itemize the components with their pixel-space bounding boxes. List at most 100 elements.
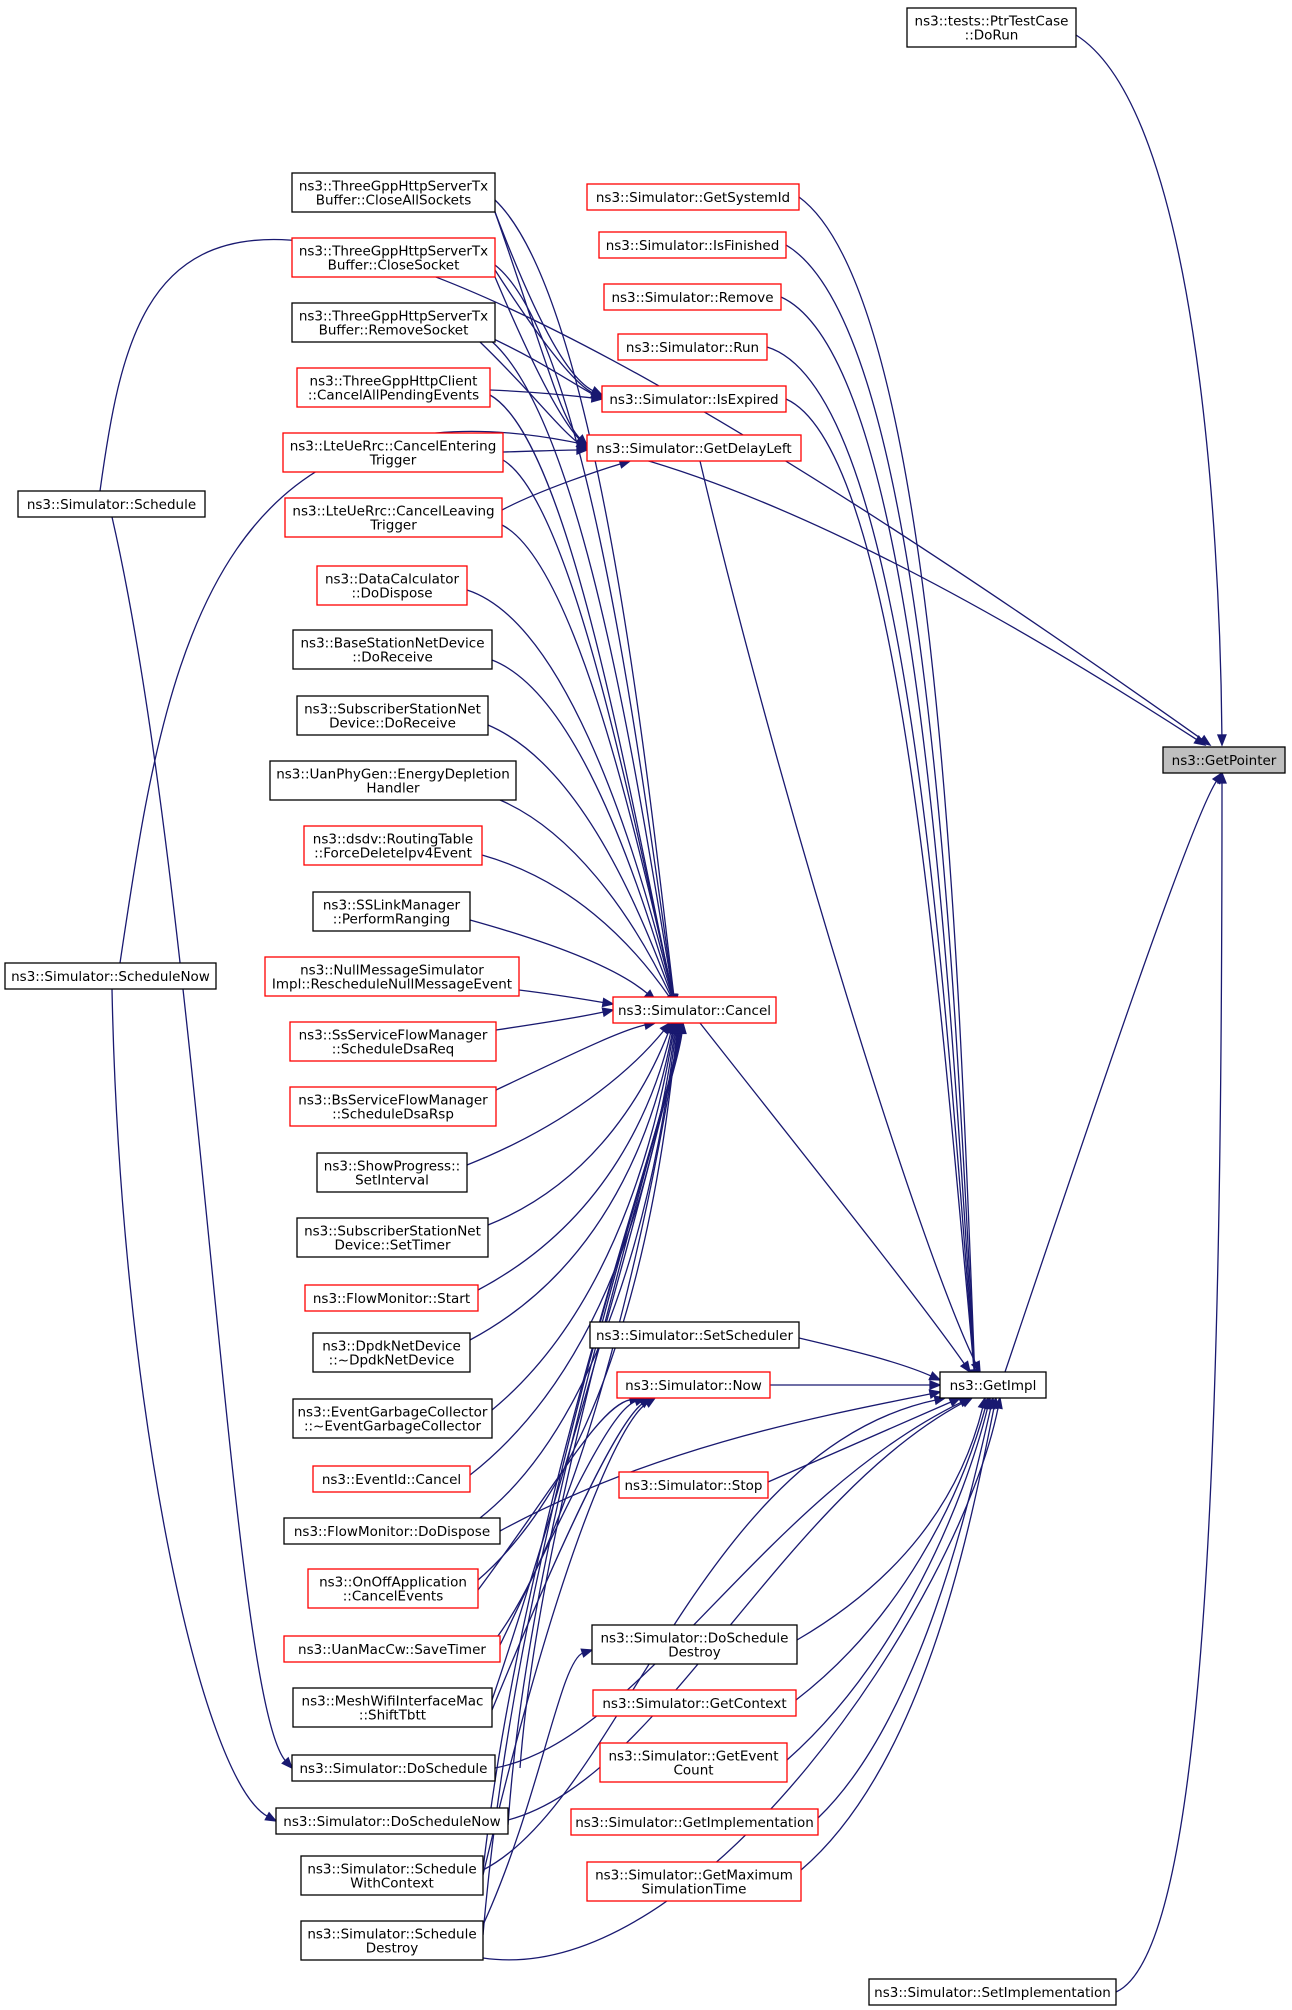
node-box[interactable] (264, 956, 520, 997)
node-box[interactable] (617, 333, 768, 361)
node-box[interactable] (586, 434, 802, 462)
node-box[interactable] (283, 1635, 501, 1663)
node-box[interactable] (292, 1398, 493, 1439)
node-box[interactable] (598, 231, 787, 259)
node-remove[interactable]: ns3::Simulator::Remove (603, 283, 782, 311)
node-stop[interactable]: ns3::Simulator::Stop (618, 1471, 769, 1499)
node-box[interactable] (289, 1021, 497, 1062)
node-box[interactable] (618, 1471, 769, 1499)
node-flowmonitor_start[interactable]: ns3::FlowMonitor::Start (304, 1284, 479, 1312)
node-cancelallpending[interactable]: ns3::ThreeGppHttpClient::CancelAllPendin… (296, 367, 491, 408)
node-box[interactable] (868, 1978, 1117, 2006)
node-box[interactable] (296, 367, 491, 408)
node-showprogress[interactable]: ns3::ShowProgress::SetInterval (316, 1152, 468, 1193)
node-now[interactable]: ns3::Simulator::Now (616, 1371, 771, 1399)
node-meshwifi[interactable]: ns3::MeshWifiInterfaceMac::ShiftTbtt (292, 1687, 493, 1728)
node-box[interactable] (316, 1152, 468, 1193)
node-box[interactable] (586, 1861, 802, 1902)
node-box[interactable] (591, 1624, 798, 1665)
node-box[interactable] (17, 490, 206, 518)
node-closesocket[interactable]: ns3::ThreeGppHttpServerTxBuffer::CloseSo… (291, 237, 496, 278)
node-box[interactable] (269, 760, 517, 801)
node-ptrtestcase[interactable]: ns3::tests::PtrTestCase::DoRun (906, 7, 1077, 48)
node-box[interactable] (289, 1086, 497, 1127)
node-box[interactable] (906, 7, 1077, 48)
node-box[interactable] (612, 996, 777, 1024)
node-box[interactable] (307, 1568, 479, 1609)
node-box[interactable] (599, 1742, 788, 1783)
node-nullmsg[interactable]: ns3::NullMessageSimulatorImpl::Reschedul… (264, 956, 520, 997)
node-getimplementation[interactable]: ns3::Simulator::GetImplementation (570, 1808, 819, 1836)
node-run[interactable]: ns3::Simulator::Run (617, 333, 768, 361)
node-datacalc[interactable]: ns3::DataCalculator::DoDispose (316, 565, 468, 606)
node-ssnetdevice_timer[interactable]: ns3::SubscriberStationNetDevice::SetTime… (296, 1217, 489, 1258)
node-dsdv[interactable]: ns3::dsdv::RoutingTable::ForceDeleteIpv4… (303, 825, 483, 866)
node-onoff[interactable]: ns3::OnOffApplication::CancelEvents (307, 1568, 479, 1609)
node-doschedulenow[interactable]: ns3::Simulator::DoScheduleNow (275, 1807, 509, 1835)
node-box[interactable] (284, 497, 503, 538)
node-box[interactable] (592, 1689, 797, 1717)
node-box[interactable] (300, 1920, 484, 1961)
node-box[interactable] (4, 962, 217, 990)
node-setscheduler[interactable]: ns3::Simulator::SetScheduler (589, 1321, 800, 1349)
node-setimpl[interactable]: ns3::Simulator::SetImplementation (868, 1978, 1117, 2006)
node-bsservice[interactable]: ns3::BsServiceFlowManager::ScheduleDsaRs… (289, 1086, 497, 1127)
node-eventid_cancel[interactable]: ns3::EventId::Cancel (312, 1465, 471, 1493)
node-doschedule[interactable]: ns3::Simulator::DoSchedule (291, 1754, 496, 1782)
node-box[interactable] (283, 1517, 501, 1545)
node-sslinkmanager[interactable]: ns3::SSLinkManager::PerformRanging (312, 891, 471, 932)
node-box[interactable] (570, 1808, 819, 1836)
node-box[interactable] (300, 1855, 484, 1896)
node-box[interactable] (312, 891, 471, 932)
node-box[interactable] (616, 1371, 771, 1399)
node-removesocket[interactable]: ns3::ThreeGppHttpServerTxBuffer::RemoveS… (291, 302, 496, 343)
node-box[interactable] (292, 1687, 493, 1728)
node-box[interactable] (282, 432, 504, 473)
node-getsystemid[interactable]: ns3::Simulator::GetSystemId (586, 183, 800, 211)
node-box[interactable] (1162, 746, 1286, 774)
node-box[interactable] (603, 283, 782, 311)
node-getpointer[interactable]: ns3::GetPointer (1162, 746, 1286, 774)
node-box[interactable] (589, 1321, 800, 1349)
node-box[interactable] (291, 237, 496, 278)
node-bsnetdevice[interactable]: ns3::BaseStationNetDevice::DoReceive (292, 629, 493, 670)
node-dpdk[interactable]: ns3::DpdkNetDevice::~DpdkNetDevice (312, 1332, 471, 1373)
node-box[interactable] (939, 1371, 1047, 1399)
node-schedule[interactable]: ns3::Simulator::Schedule (17, 490, 206, 518)
node-isexpired[interactable]: ns3::Simulator::IsExpired (601, 385, 787, 413)
node-box[interactable] (291, 172, 496, 213)
node-isfinished[interactable]: ns3::Simulator::IsFinished (598, 231, 787, 259)
node-schedulenow[interactable]: ns3::Simulator::ScheduleNow (4, 962, 217, 990)
node-box[interactable] (586, 183, 800, 211)
node-getimpl[interactable]: ns3::GetImpl (939, 1371, 1047, 1399)
node-box[interactable] (291, 1754, 496, 1782)
node-getcontext[interactable]: ns3::Simulator::GetContext (592, 1689, 797, 1717)
node-box[interactable] (303, 825, 483, 866)
node-cancel[interactable]: ns3::Simulator::Cancel (612, 996, 777, 1024)
node-box[interactable] (292, 629, 493, 670)
node-box[interactable] (296, 695, 489, 736)
node-box[interactable] (275, 1807, 509, 1835)
node-box[interactable] (291, 302, 496, 343)
node-eventgc[interactable]: ns3::EventGarbageCollector::~EventGarbag… (292, 1398, 493, 1439)
node-box[interactable] (312, 1465, 471, 1493)
node-box[interactable] (312, 1332, 471, 1373)
node-box[interactable] (304, 1284, 479, 1312)
node-ssservice[interactable]: ns3::SsServiceFlowManager::ScheduleDsaRe… (289, 1021, 497, 1062)
node-box[interactable] (601, 385, 787, 413)
node-box[interactable] (316, 565, 468, 606)
node-box[interactable] (296, 1217, 489, 1258)
node-getdelayleft[interactable]: ns3::Simulator::GetDelayLeft (586, 434, 802, 462)
node-closeallsockets[interactable]: ns3::ThreeGppHttpServerTxBuffer::CloseAl… (291, 172, 496, 213)
node-ssnetdevice_recv[interactable]: ns3::SubscriberStationNetDevice::DoRecei… (296, 695, 489, 736)
node-uanmac[interactable]: ns3::UanMacCw::SaveTimer (283, 1635, 501, 1663)
node-flowmonitor_dispose[interactable]: ns3::FlowMonitor::DoDispose (283, 1517, 501, 1545)
